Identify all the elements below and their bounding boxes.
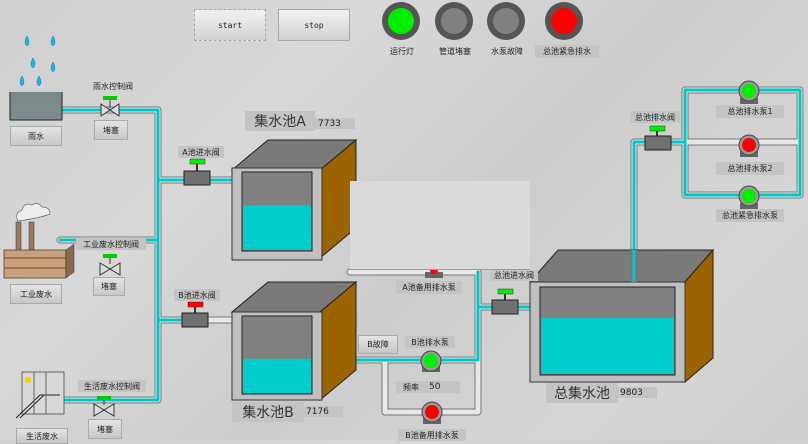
tank-a-value: 7733 — [315, 118, 355, 129]
pump-total-emergency-icon — [738, 185, 760, 209]
overlay-panel — [350, 181, 530, 270]
domestic-valve-icon — [93, 396, 115, 417]
emergency-drain-lamp-light — [551, 8, 577, 34]
pipe-blockage-lamp — [435, 2, 473, 40]
total-tank — [528, 248, 715, 384]
pipe-blockage-lamp-light — [441, 8, 467, 34]
tank-a-title: 集水池A — [245, 111, 315, 131]
industrial-source-button[interactable]: 工业废水 — [10, 284, 62, 304]
industrial-valve-icon — [99, 254, 121, 276]
pump-total-2-icon — [738, 134, 760, 157]
b-fault-button[interactable]: B故障 — [358, 335, 398, 354]
pump-b-main-icon — [420, 350, 442, 372]
frequency-label: 频率 — [396, 381, 426, 393]
run-lamp — [382, 2, 420, 40]
frequency-value: 50 — [426, 381, 460, 393]
start-button[interactable]: start — [194, 9, 266, 41]
tank-a-inlet-valve-label: A池进水阀 — [178, 146, 224, 158]
industrial-valve-label: 工业废水控制阀 — [76, 238, 146, 250]
total-tank-title: 总集水池 — [546, 383, 618, 403]
factory-icon — [3, 203, 75, 279]
pump-total-1-icon — [738, 80, 760, 104]
stop-button[interactable]: stop — [278, 9, 350, 41]
pump-a-backup-label: A池备用排水泵 — [396, 281, 462, 294]
pump-total-emergency-label: 总池紧急排水泵 — [716, 209, 784, 222]
run-lamp-label: 运行灯 — [390, 46, 414, 56]
rain-basin — [9, 92, 63, 121]
tank-a-inlet-valve-icon — [183, 158, 211, 186]
building-icon — [15, 371, 65, 419]
tank-b-inlet-valve-label: B池进水阀 — [174, 289, 220, 301]
tank-b-value: 7176 — [303, 406, 343, 417]
total-outlet-valve-label: 总池排水阀 — [630, 111, 680, 123]
pipe-blockage-label: 管道堵塞 — [439, 46, 471, 56]
pump-fault-lamp-light — [493, 8, 519, 34]
raindrops-icon — [19, 35, 56, 87]
total-tank-value: 9803 — [617, 387, 657, 398]
total-outlet-valve-icon — [644, 125, 672, 151]
rain-blockage-button[interactable]: 堵塞 — [94, 120, 128, 140]
pump-total-1-label: 总池排水泵1 — [716, 105, 784, 118]
pump-total-2-label: 总池排水泵2 — [716, 162, 784, 175]
tank-b-inlet-valve-icon — [181, 301, 209, 328]
tank-b-title: 集水池B — [232, 402, 304, 422]
domestic-source-button[interactable]: 生活废水 — [16, 428, 68, 444]
pump-fault-label: 水泵故障 — [491, 46, 523, 56]
pump-b-backup-label: B池备用排水泵 — [398, 429, 466, 441]
tank-a — [230, 138, 358, 261]
pump-b-backup-icon — [421, 401, 443, 424]
total-inlet-valve-label: 总池进水阀 — [490, 270, 538, 281]
run-lamp-light — [388, 8, 414, 34]
rain-source-button[interactable]: 雨水 — [10, 126, 62, 146]
emergency-drain-lamp — [545, 2, 583, 40]
domestic-valve-label: 生活废水控制阀 — [78, 380, 146, 392]
industrial-blockage-button[interactable]: 堵塞 — [93, 277, 125, 296]
pump-b-main-label: B池排水泵 — [405, 336, 455, 348]
rain-valve-label: 雨水控制阀 — [93, 81, 133, 91]
emergency-drain-label: 总池紧急排水 — [535, 45, 599, 58]
domestic-blockage-button[interactable]: 堵塞 — [88, 419, 122, 439]
rain-valve-icon — [100, 96, 120, 117]
total-inlet-valve-icon — [491, 288, 519, 315]
pump-fault-lamp — [487, 2, 525, 40]
tank-b — [230, 280, 358, 402]
